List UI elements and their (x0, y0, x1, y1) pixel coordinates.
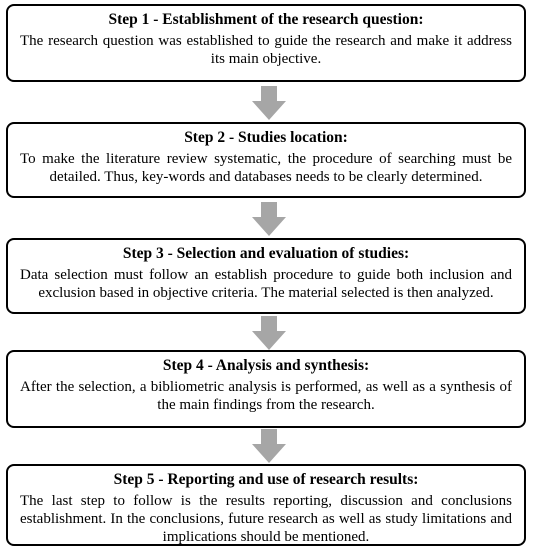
down-arrow-icon (252, 86, 286, 120)
down-arrow-icon (252, 202, 286, 236)
step-4-title: Step 4 - Analysis and synthesis: (162, 357, 370, 374)
step-2-description: To make the literature review systematic… (20, 151, 512, 185)
step-5-box: Step 5 - Reporting and use of research r… (6, 464, 526, 546)
step-3-box: Step 3 - Selection and evaluation of stu… (6, 238, 526, 314)
down-arrow-icon (252, 316, 286, 350)
step-4-description: After the selection, a bibliometric anal… (20, 379, 512, 413)
step-1-title: Step 1 - Establishment of the research q… (108, 11, 424, 28)
step-5-description: The last step to follow is the results r… (20, 493, 512, 545)
step-5-title: Step 5 - Reporting and use of research r… (113, 471, 419, 488)
step-2-title: Step 2 - Studies location: (184, 129, 348, 146)
step-3-title: Step 3 - Selection and evaluation of stu… (122, 245, 410, 262)
step-4-box: Step 4 - Analysis and synthesis: After t… (6, 350, 526, 428)
down-arrow-icon (252, 429, 286, 463)
step-3-description: Data selection must follow an establish … (20, 267, 512, 301)
step-1-box: Step 1 - Establishment of the research q… (6, 4, 526, 82)
step-1-description: The research question was established to… (20, 33, 512, 67)
step-2-box: Step 2 - Studies location: To make the l… (6, 122, 526, 198)
